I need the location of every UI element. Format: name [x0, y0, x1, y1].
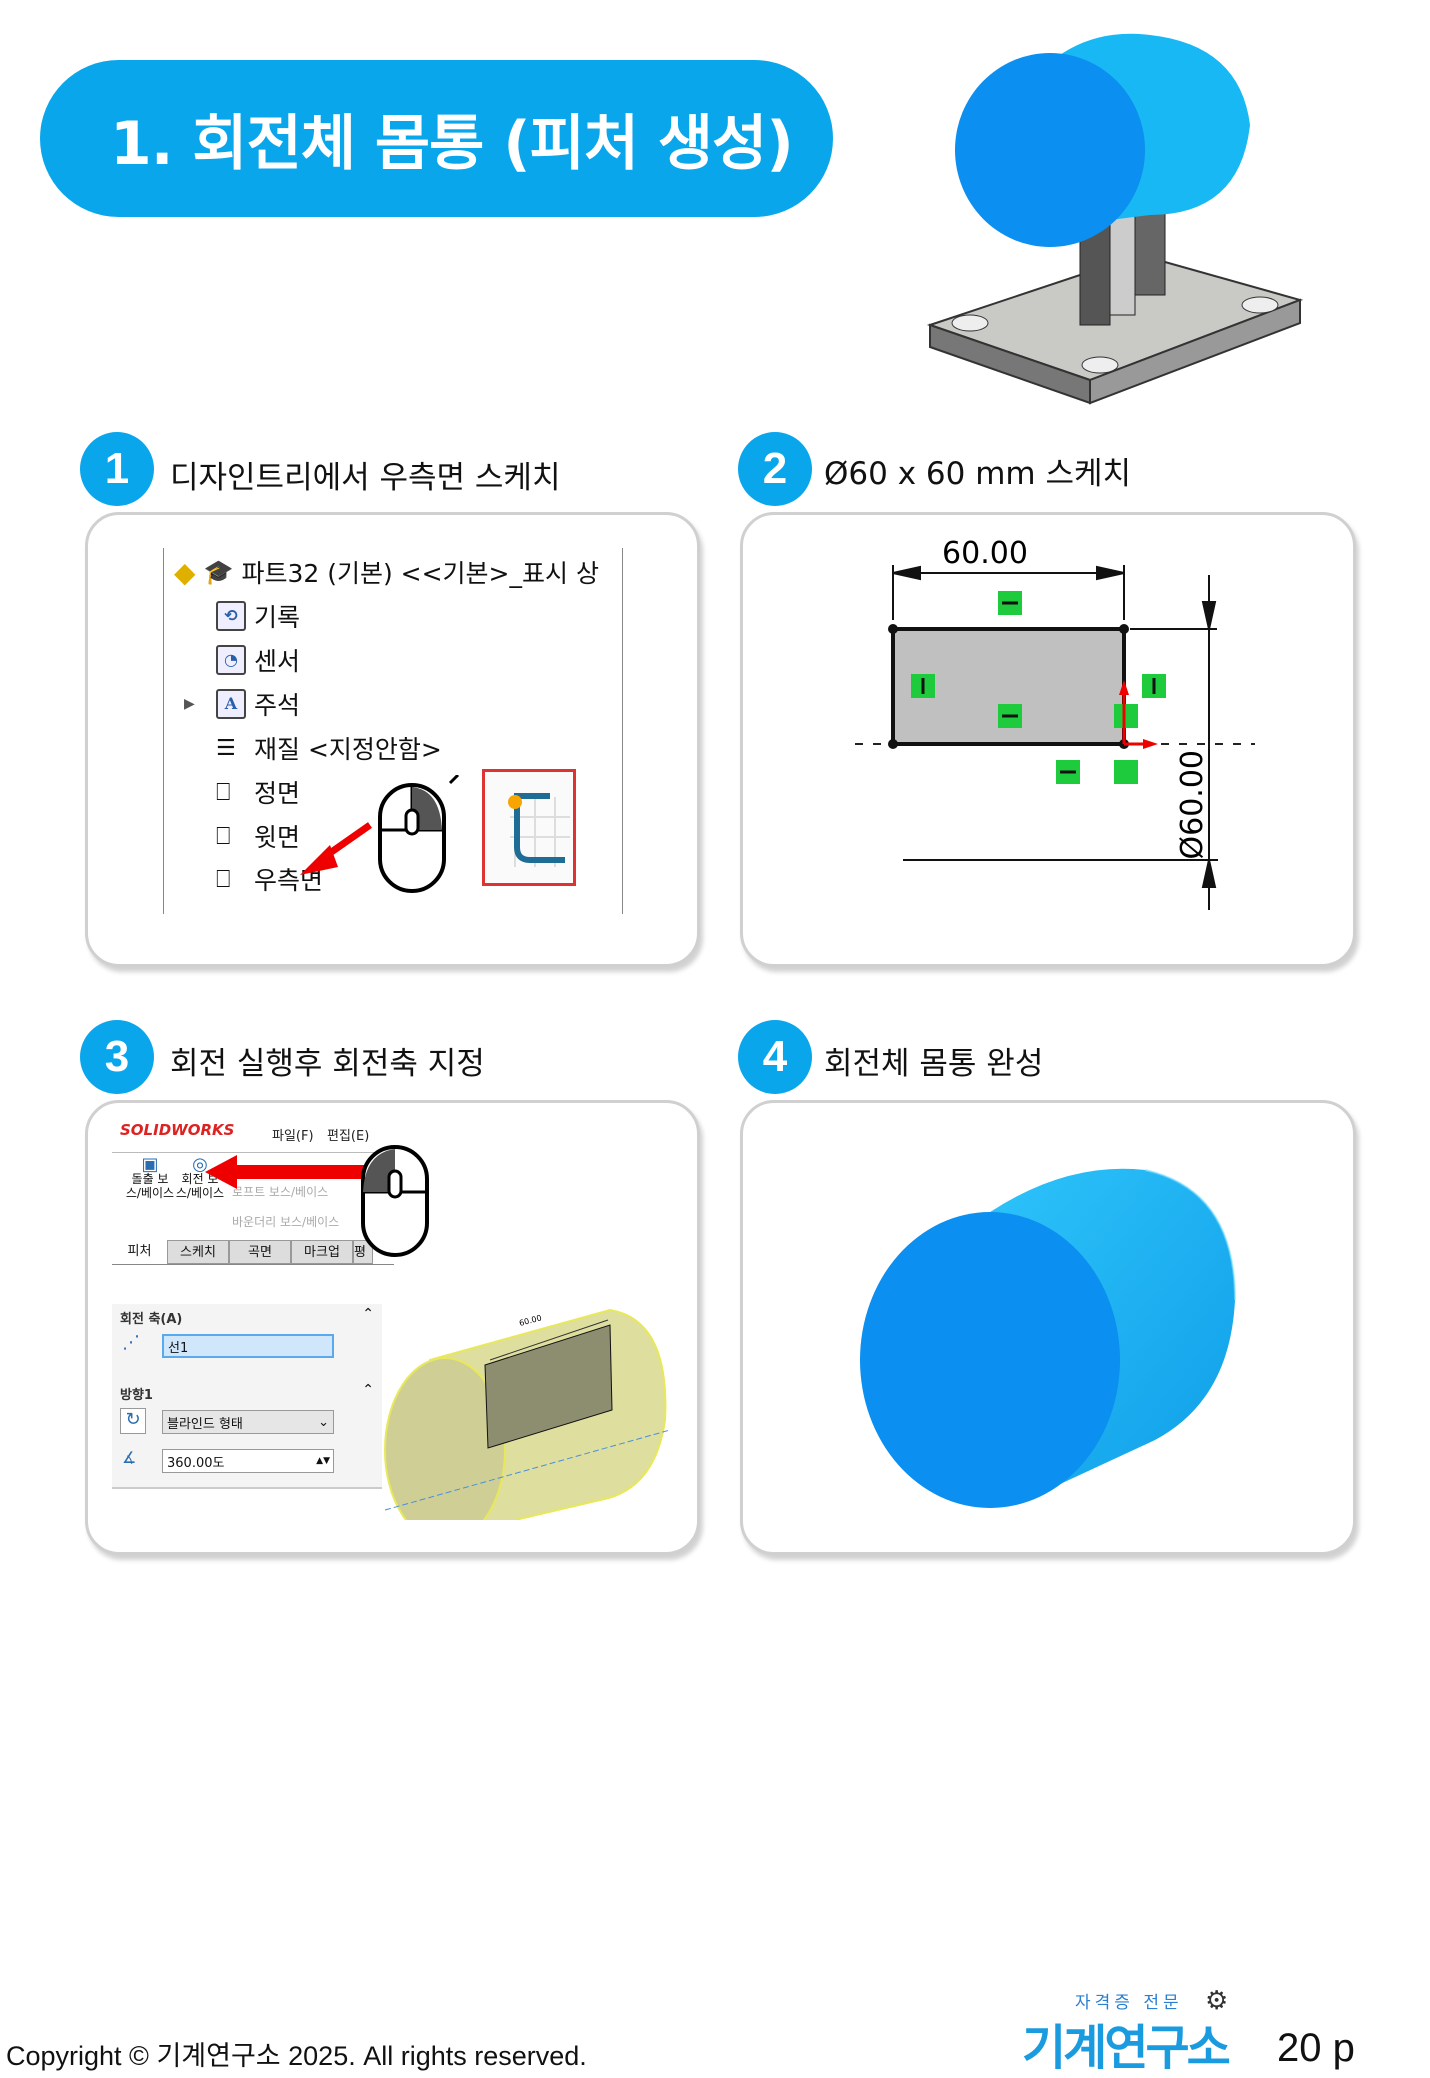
- solidworks-logo: SOLIDWORKS: [120, 1121, 235, 1139]
- step-4-label: 회전체 몸통 완성: [824, 1046, 1044, 1082]
- sensor-folder-icon: ◔: [216, 645, 246, 675]
- angle-icon: ∡: [122, 1448, 137, 1467]
- revolve-icon: ◎: [192, 1154, 208, 1175]
- width-dimension-text: 60.00: [942, 536, 1028, 571]
- step-4-badge: 4: [738, 1020, 812, 1094]
- step-1-badge: 1: [80, 432, 154, 506]
- company-logo: 기계연구소: [1022, 2020, 1231, 2076]
- boundary-boss-button: 바운더리 보스/베이스: [232, 1215, 340, 1229]
- material-icon: ☰: [216, 735, 236, 761]
- diameter-dimension[interactable]: [903, 575, 1218, 910]
- tree-root[interactable]: ◆ 🎓 파트32 (기본) <<기본>_표시 상태: [174, 555, 602, 589]
- tab-features[interactable]: 피처: [127, 1244, 152, 1259]
- direction-section-title: 방향1: [120, 1388, 153, 1403]
- step-1-label: 디자인트리에서 우측면 스케치: [170, 460, 561, 496]
- page-title: 1. 회전체 몸통 (피처 생성): [40, 60, 833, 217]
- extrude-icon: ▣: [141, 1154, 159, 1175]
- tab-surfaces[interactable]: 곡면: [229, 1240, 291, 1264]
- model-dimension-text: 60.00: [518, 1313, 542, 1328]
- extrude-boss-button[interactable]: ▣돌출 보스/베이스: [125, 1154, 175, 1201]
- page-number: 20 p: [1277, 2026, 1355, 2070]
- gear-icon: ⚙: [1205, 1986, 1229, 2016]
- plane-icon: ⎕: [216, 822, 231, 850]
- origin-icon: [1119, 680, 1158, 749]
- tab-evaluate[interactable]: 평: [353, 1240, 373, 1264]
- annotation-folder-icon: A: [216, 689, 246, 719]
- axis-section-title: 회전 축(A): [120, 1312, 183, 1327]
- panel-step-2: [740, 512, 1356, 967]
- revolve-boss-button[interactable]: ◎회전 보스/베이스: [175, 1154, 225, 1201]
- assembly-illustration: [926, 33, 1304, 405]
- tree-item-sensors[interactable]: ◔센서: [216, 642, 300, 678]
- part-icon: ◆: [174, 555, 196, 589]
- solidworks-titlebar: SOLIDWORKS 파일(F) 편집(E): [112, 1113, 394, 1153]
- direction-type-select[interactable]: 블라인드 형태⌄: [162, 1410, 334, 1434]
- tree-item-front-plane[interactable]: ⎕정면: [216, 778, 301, 808]
- chevron-down-icon: ⌄: [318, 1414, 329, 1430]
- diameter-dimension-text: Ø60.00: [1175, 750, 1210, 860]
- revolved-body-model: [860, 1168, 1236, 1508]
- red-arrow: [205, 1155, 370, 1189]
- tree-item-history[interactable]: ⟲기록: [216, 598, 300, 634]
- step-2-label: Ø60 x 60 mm 스케치: [824, 456, 1132, 492]
- tree-item-material[interactable]: ☰재질 <지정안함>: [216, 735, 442, 764]
- copyright-text: Copyright © 기계연구소 2025. All rights reser…: [6, 2041, 587, 2071]
- relation-icons: [911, 591, 1166, 784]
- tree-item-top-plane[interactable]: ⎕윗면: [216, 822, 301, 852]
- logo-subtitle: 자격증 전문: [1075, 1993, 1183, 2013]
- spinner-icon[interactable]: ▲▼: [316, 1456, 330, 1466]
- axis-line-icon: ⋰: [122, 1332, 140, 1353]
- axis-input[interactable]: 선1: [162, 1334, 334, 1358]
- command-tabs: 피처 스케치 곡면 마크업 평: [112, 1240, 394, 1265]
- tab-sketch[interactable]: 스케치: [167, 1240, 229, 1264]
- loft-boss-button: 로프트 보스/베이스: [232, 1185, 329, 1199]
- revolve-property-manager: 회전 축(A) ⌃ ⋰ 선1 방향1 ⌃ ↻ 블라인드 형태⌄ ∡ 360.00…: [112, 1304, 382, 1489]
- plane-icon: ⎕: [216, 778, 231, 806]
- sketch-button-highlight[interactable]: [482, 769, 576, 886]
- click-hint-overlay: [300, 775, 460, 893]
- tab-markup[interactable]: 마크업: [291, 1240, 353, 1264]
- menu-file[interactable]: 파일(F): [272, 1129, 314, 1144]
- graduation-cap-icon: 🎓: [203, 558, 234, 586]
- menu-edit[interactable]: 편집(E): [327, 1129, 370, 1144]
- step-3-label: 회전 실행후 회전축 지정: [170, 1046, 485, 1082]
- red-arrow-head: [300, 845, 338, 875]
- step-3-badge: 3: [80, 1020, 154, 1094]
- mouse-left-click-icon: [361, 1145, 429, 1257]
- expand-arrow-icon[interactable]: ▶: [184, 696, 195, 712]
- width-dimension[interactable]: [892, 565, 1125, 620]
- sketch-drawing: 60.00 Ø60.00: [855, 536, 1255, 910]
- step-2-badge: 2: [738, 432, 812, 506]
- angle-input[interactable]: 360.00도▲▼: [162, 1449, 334, 1473]
- mouse-right-click-icon: [378, 775, 460, 893]
- collapse-icon[interactable]: ⌃: [362, 1382, 374, 1398]
- reverse-direction-icon[interactable]: ↻: [120, 1408, 146, 1434]
- history-folder-icon: ⟲: [216, 601, 246, 631]
- revolve-preview-model: 60.00: [384, 1308, 670, 1520]
- sketch-icon: [508, 793, 570, 867]
- plane-icon: ⎕: [216, 865, 231, 893]
- collapse-icon[interactable]: ⌃: [362, 1306, 374, 1322]
